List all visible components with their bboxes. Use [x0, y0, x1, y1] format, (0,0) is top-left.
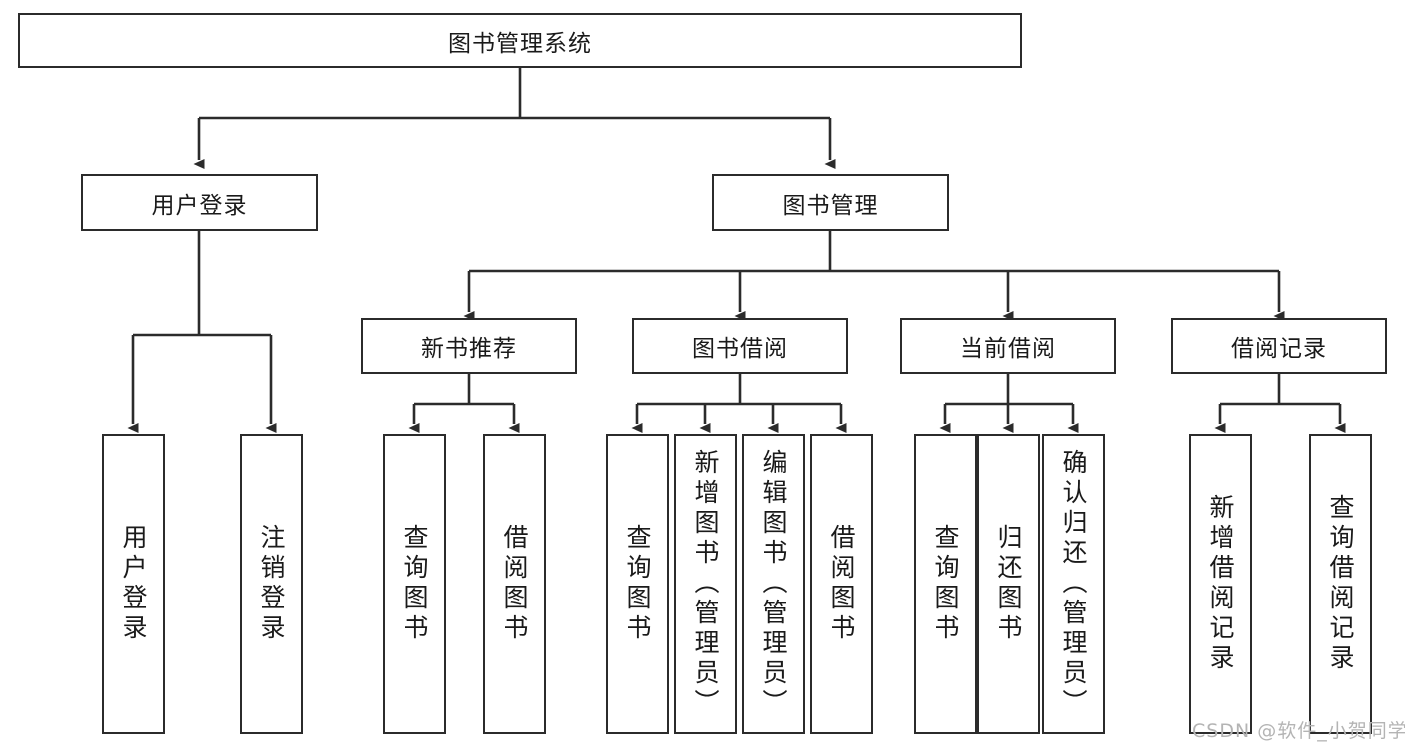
leaf-current-borrow-confirm-return-admin[interactable]: 确认归还（管理员） [1042, 434, 1105, 734]
leaf-borrow-record-add[interactable]: 新增借阅记录 [1189, 434, 1252, 734]
csdn-watermark: CSDN @软件_小贺同学 [1192, 720, 1405, 742]
node-label: 图书借阅 [692, 336, 788, 362]
node-book-borrow[interactable]: 图书借阅 [632, 318, 848, 374]
node-label: 用户登录 [119, 524, 148, 644]
node-new-book-recommend[interactable]: 新书推荐 [361, 318, 577, 374]
leaf-book-borrow-edit-admin[interactable]: 编辑图书（管理员） [742, 434, 805, 734]
leaf-book-borrow-add-admin[interactable]: 新增图书（管理员） [674, 434, 737, 734]
leaf-user-login-logout[interactable]: 注销登录 [240, 434, 303, 734]
leaf-current-borrow-return[interactable]: 归还图书 [977, 434, 1040, 734]
node-label: 新增图书（管理员） [691, 449, 720, 719]
node-user-login[interactable]: 用户登录 [81, 174, 318, 231]
node-label: 确认归还（管理员） [1059, 449, 1088, 719]
node-label: 新增借阅记录 [1206, 494, 1235, 674]
node-root-book-management-system[interactable]: 图书管理系统 [18, 13, 1022, 68]
leaf-current-borrow-query[interactable]: 查询图书 [914, 434, 977, 734]
node-label: 新书推荐 [421, 336, 517, 362]
leaf-book-borrow-borrow[interactable]: 借阅图书 [810, 434, 873, 734]
node-label: 图书管理系统 [448, 30, 592, 57]
node-current-borrow[interactable]: 当前借阅 [900, 318, 1116, 374]
node-label: 借阅记录 [1231, 336, 1327, 362]
leaf-borrow-record-query[interactable]: 查询借阅记录 [1309, 434, 1372, 734]
node-label: 借阅图书 [827, 524, 856, 644]
leaf-user-login-login[interactable]: 用户登录 [102, 434, 165, 734]
node-label: 编辑图书（管理员） [759, 449, 788, 719]
node-label: 借阅图书 [500, 524, 529, 644]
node-borrow-record[interactable]: 借阅记录 [1171, 318, 1387, 374]
node-label: 注销登录 [257, 524, 286, 644]
node-label: 当前借阅 [960, 336, 1056, 362]
node-label: 查询借阅记录 [1326, 494, 1355, 674]
node-label: 归还图书 [994, 524, 1023, 644]
node-label: 查询图书 [623, 524, 652, 644]
leaf-new-book-query[interactable]: 查询图书 [383, 434, 446, 734]
node-label: 查询图书 [931, 524, 960, 644]
node-label: 查询图书 [400, 524, 429, 644]
node-book-management[interactable]: 图书管理 [712, 174, 949, 231]
node-label: 图书管理 [782, 192, 879, 219]
node-label: 用户登录 [151, 192, 248, 219]
leaf-book-borrow-query[interactable]: 查询图书 [606, 434, 669, 734]
leaf-new-book-borrow[interactable]: 借阅图书 [483, 434, 546, 734]
